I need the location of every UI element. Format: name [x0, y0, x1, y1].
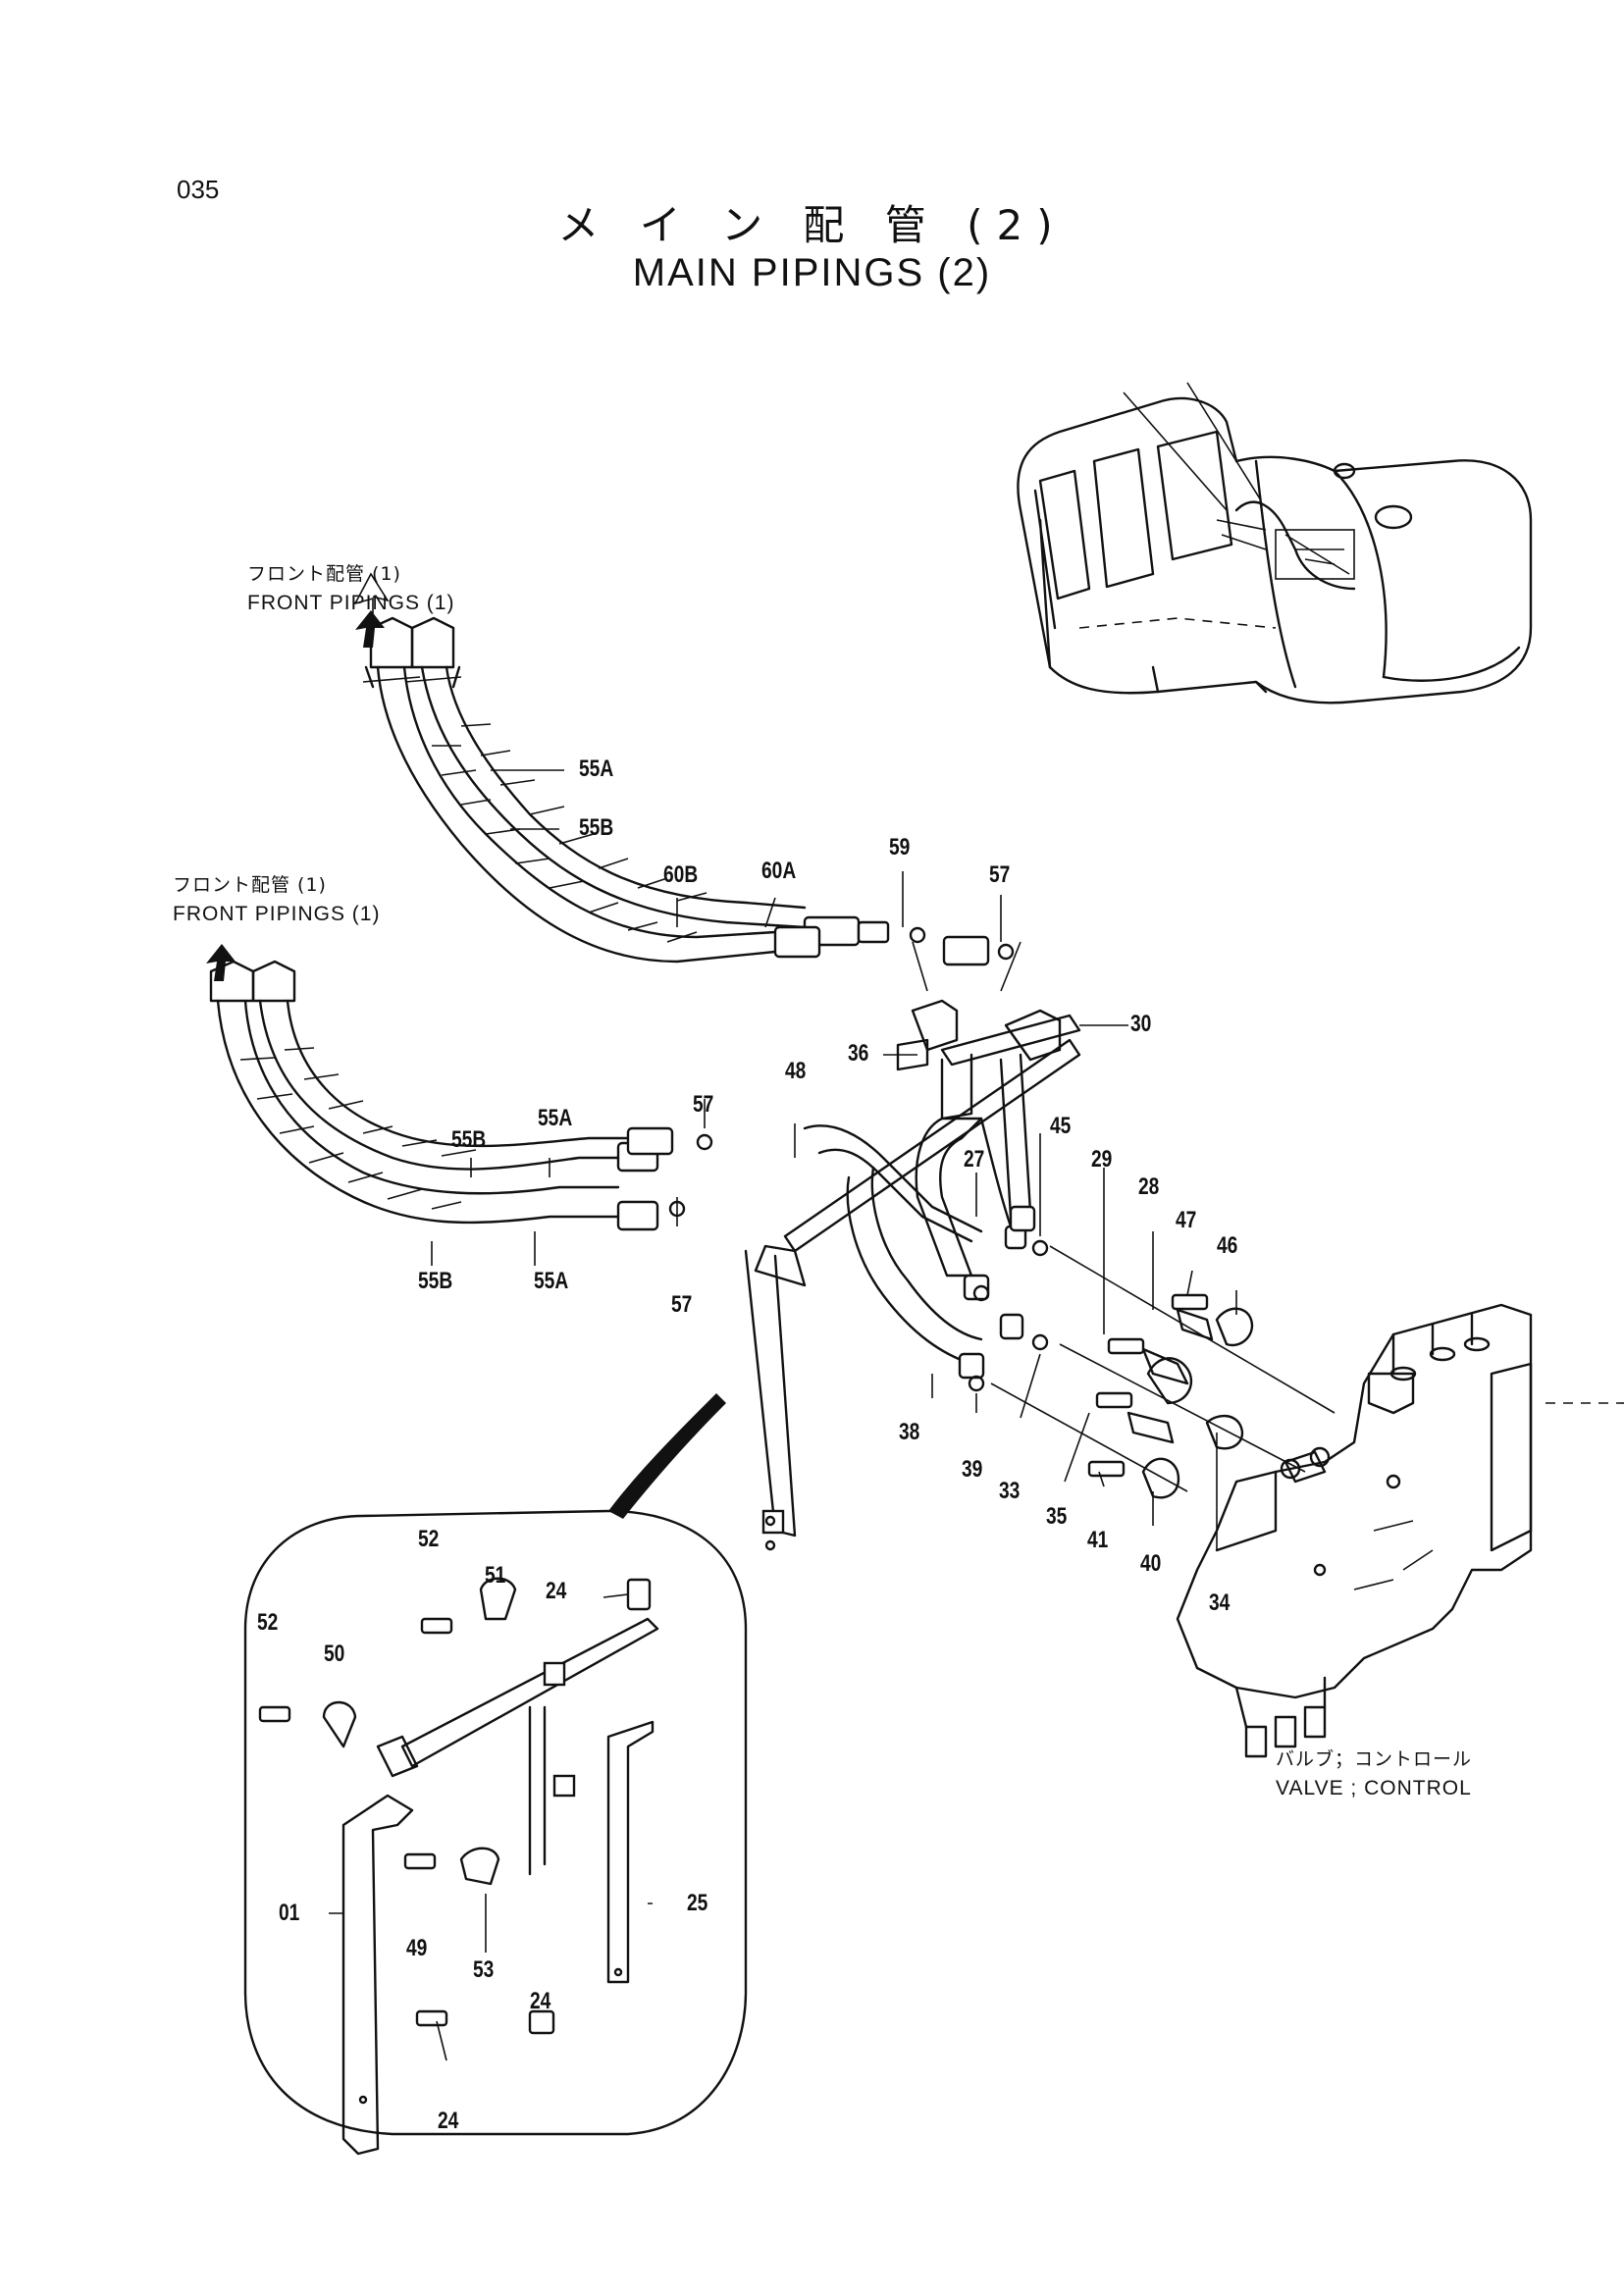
- front-pipings-lower-jp: フロント配管 (1): [173, 874, 327, 896]
- callout-57-lower: 57: [671, 1291, 693, 1318]
- callout-52-top: 52: [418, 1526, 440, 1552]
- front-pipings-upper-jp: フロント配管 (1): [247, 563, 401, 585]
- control-valve-reference: バルブ；コントロール VALVE ; CONTROL: [1276, 1745, 1472, 1803]
- callout-55A-upper: 55A: [579, 756, 614, 782]
- lower-hose-assembly: [209, 960, 713, 1231]
- callout-leader-lines: [329, 769, 1237, 2061]
- callout-53: 53: [473, 1956, 495, 1983]
- callout-55B-upper: 55B: [579, 814, 614, 841]
- callout-36: 36: [848, 1040, 869, 1067]
- page-number: 035: [177, 175, 220, 204]
- callout-48: 48: [785, 1058, 807, 1084]
- callout-01: 01: [279, 1900, 300, 1926]
- excavator-overview-illustration: [1017, 382, 1533, 704]
- callout-33: 33: [999, 1478, 1021, 1504]
- callout-57-mid: 57: [693, 1091, 714, 1118]
- callout-27: 27: [964, 1146, 985, 1173]
- front-pipings-upper-en: FRONT PIPINGS (1): [247, 592, 455, 614]
- callout-25: 25: [687, 1890, 708, 1916]
- callout-39: 39: [962, 1456, 983, 1483]
- callout-60B: 60B: [663, 861, 699, 888]
- control-valve-en: VALVE ; CONTROL: [1276, 1777, 1472, 1799]
- callout-47: 47: [1176, 1207, 1197, 1233]
- callout-29: 29: [1091, 1146, 1113, 1173]
- upper-hose-assembly: [362, 616, 1015, 966]
- callout-24-mid: 24: [530, 1988, 551, 2014]
- callout-49: 49: [406, 1935, 428, 1961]
- callout-38: 38: [899, 1419, 920, 1445]
- callout-55A-mid: 55A: [538, 1105, 573, 1131]
- front-pipings-lower-en: FRONT PIPINGS (1): [173, 903, 381, 925]
- control-valve-jp: バルブ；コントロール: [1276, 1748, 1473, 1770]
- callout-35: 35: [1046, 1503, 1068, 1530]
- bracket-detail-view: [243, 1393, 748, 2156]
- page-title-japanese: メ イ ン 配 管 (2): [557, 201, 1067, 249]
- control-valve-illustration: [1176, 1303, 1624, 1758]
- callout-40: 40: [1140, 1550, 1162, 1577]
- arrow-lower-icon: [206, 944, 236, 981]
- callout-30: 30: [1130, 1011, 1152, 1037]
- callout-50: 50: [324, 1641, 345, 1667]
- flange-and-bolt-set: [990, 1245, 1336, 1499]
- callout-59: 59: [889, 834, 911, 860]
- callout-52-left: 52: [257, 1609, 279, 1636]
- callout-57-upper: 57: [989, 861, 1011, 888]
- callout-24-bottom: 24: [438, 2108, 459, 2134]
- callout-45: 45: [1050, 1113, 1072, 1139]
- callout-28: 28: [1138, 1173, 1160, 1200]
- front-pipings-upper-reference: フロント配管 (1) FRONT PIPINGS (1): [247, 559, 454, 618]
- callout-55B-mid: 55B: [451, 1126, 487, 1153]
- callout-24-top: 24: [546, 1578, 567, 1604]
- callout-55A-lower: 55A: [534, 1268, 569, 1294]
- arrow-upper-icon: [355, 610, 385, 648]
- callout-55B-lower: 55B: [418, 1268, 453, 1294]
- callout-34: 34: [1209, 1590, 1231, 1616]
- callout-60A: 60A: [761, 858, 797, 884]
- page-title-english: MAIN PIPINGS (2): [632, 251, 992, 294]
- pipe-and-bracket-assembly: [744, 941, 1081, 1551]
- callout-46: 46: [1217, 1232, 1238, 1259]
- front-pipings-lower-reference: フロント配管 (1) FRONT PIPINGS (1): [173, 870, 380, 929]
- callout-51: 51: [485, 1562, 506, 1589]
- callout-41: 41: [1087, 1527, 1109, 1553]
